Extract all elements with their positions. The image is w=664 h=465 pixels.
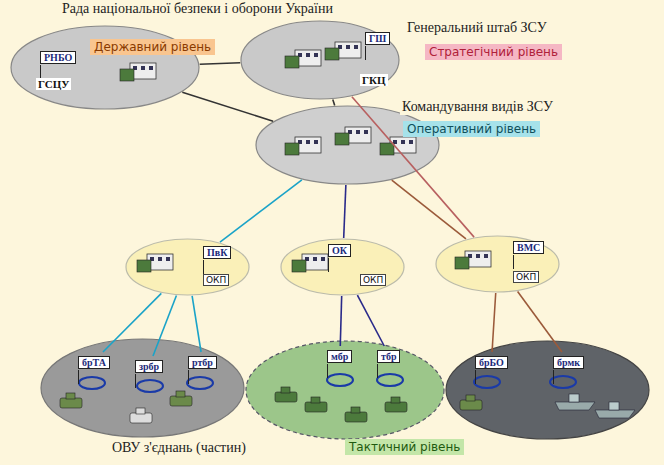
flag-text: ОК <box>328 244 351 257</box>
ellipse-shape <box>40 338 245 438</box>
flag-pole <box>328 258 329 272</box>
flag-text: тбр <box>377 350 400 363</box>
level-ellipse: ОКП ПвК <box>125 238 250 296</box>
flag-text: брБО <box>475 356 508 369</box>
flag-text: мбр <box>327 350 352 363</box>
unit-flag: брБО <box>475 352 508 370</box>
level-ellipse: ОВУ з'єднань (частин)брТАзрбрртбр <box>40 338 245 438</box>
level-heading: ОВУ з'єднань (частин) <box>110 440 248 456</box>
unit-flag: мбр <box>327 346 353 364</box>
unit-flag: ПвК <box>203 242 232 260</box>
flag-pole <box>188 370 189 384</box>
unit-flag: брмк <box>553 352 584 370</box>
unit-flag: ртбр <box>188 352 217 370</box>
command-post-label: ОКП <box>513 271 539 283</box>
link-line <box>357 295 384 346</box>
link-line <box>200 63 240 64</box>
level-ellipse: ОКП ВМС <box>435 235 560 293</box>
flag-pole <box>78 370 79 384</box>
link-line <box>340 296 341 346</box>
level-ellipse: ОКП ОК <box>280 238 405 296</box>
flag-pole <box>475 370 476 384</box>
command-post-label: ОКП <box>360 274 386 286</box>
level-badge: Оперативний рівень <box>403 121 540 137</box>
level-ellipse: Генеральний штаб ЗСУСтратегічний рівеньГ… <box>240 20 400 100</box>
flag-pole <box>513 255 514 269</box>
level-ellipse: брБО брмк <box>445 340 650 440</box>
flag-pole <box>203 260 204 274</box>
level-badge: Стратегічний рівень <box>425 44 562 60</box>
ellipse-shape <box>255 105 440 185</box>
unit-flag: ВМС <box>513 237 545 255</box>
flag-pole <box>135 374 136 388</box>
link-line <box>492 293 496 352</box>
center-label: ГСЦУ <box>36 78 71 90</box>
unit-flag: ГШ <box>365 28 391 46</box>
flag-text: ртбр <box>188 356 217 369</box>
flag-text: РНБО <box>40 51 76 64</box>
ellipse-shape <box>445 340 650 440</box>
unit-flag: тбр <box>377 346 401 364</box>
ellipse-shape <box>10 25 200 110</box>
unit-flag: ОК <box>328 240 352 258</box>
unit-flag: РНБО <box>40 47 77 65</box>
link-line <box>220 180 302 242</box>
level-ellipse: Командування видів ЗСУОперативний рівень <box>255 105 440 185</box>
level-ellipse: Рада національної безпеки і оборони Укра… <box>10 25 200 110</box>
link-line <box>182 92 273 121</box>
unit-flag: брТА <box>78 352 110 370</box>
flag-text: зрбр <box>135 360 163 373</box>
flag-pole <box>553 370 554 384</box>
level-heading: Генеральний штаб ЗСУ <box>405 20 549 36</box>
flag-pole <box>327 364 328 378</box>
flag-text: брТА <box>78 356 110 369</box>
command-post-label: ОКП <box>203 274 229 286</box>
level-badge: Тактичний рівень <box>345 439 464 455</box>
level-ellipse: Тактичний рівеньмбртбр <box>245 340 445 440</box>
center-label: ГКЦ <box>360 74 388 86</box>
flag-text: ВМС <box>513 241 544 254</box>
link-line <box>344 185 346 238</box>
flag-pole <box>365 46 366 60</box>
flag-text: брмк <box>553 356 584 369</box>
link-line <box>392 180 466 239</box>
level-badge: Державний рівень <box>90 39 215 55</box>
flag-pole <box>377 364 378 378</box>
flag-text: ПвК <box>203 246 231 259</box>
level-heading: Командування видів ЗСУ <box>400 99 555 115</box>
link-line <box>192 296 201 352</box>
flag-pole <box>40 65 41 79</box>
unit-flag: зрбр <box>135 356 164 374</box>
flag-text: ГШ <box>365 32 390 45</box>
link-line <box>333 99 335 105</box>
level-heading: Рада національної безпеки і оборони Укра… <box>60 1 335 17</box>
